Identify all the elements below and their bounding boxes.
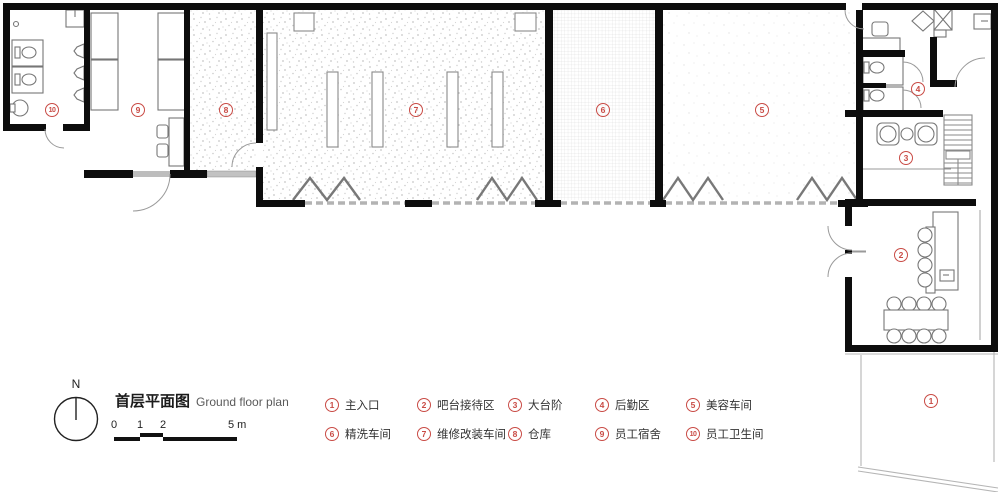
entrance-ramp-lines bbox=[845, 352, 999, 492]
room-badge-7: 7 bbox=[409, 103, 423, 117]
room-badge-5: 5 bbox=[755, 103, 769, 117]
chair bbox=[901, 296, 917, 312]
room-badge-2: 2 bbox=[894, 248, 908, 262]
car-lift bbox=[491, 71, 504, 148]
room-badge-1: 1 bbox=[924, 394, 938, 408]
warehouse-floor-texture bbox=[190, 10, 256, 170]
scale-tick: 0 bbox=[110, 419, 118, 431]
scale-tick: 5 m bbox=[228, 419, 247, 431]
urinal bbox=[73, 65, 85, 81]
stool bbox=[917, 227, 933, 243]
chair bbox=[886, 328, 902, 344]
legend-label-7: 维修改装车间 bbox=[437, 428, 506, 441]
workshop-equipment bbox=[266, 12, 537, 148]
chair bbox=[931, 296, 947, 312]
bar-furniture bbox=[883, 210, 981, 344]
legend-label-10: 员工卫生间 bbox=[706, 428, 764, 441]
chair bbox=[156, 124, 169, 139]
car-lift bbox=[326, 71, 339, 148]
plan-title: 首层平面图 Ground floor plan bbox=[115, 390, 289, 411]
scale-tick: 2 bbox=[159, 419, 167, 431]
legend-label-3: 大台阶 bbox=[528, 399, 563, 412]
legend-badge-4: 4 bbox=[595, 397, 609, 412]
legend-label-4: 后勤区 bbox=[615, 399, 650, 412]
staircase bbox=[943, 114, 973, 186]
chair bbox=[916, 328, 932, 344]
side-table bbox=[900, 127, 914, 141]
legend-item-7: 7 维修改装车间 bbox=[417, 426, 506, 441]
room-badge-3: 3 bbox=[899, 151, 913, 165]
lounge-furniture bbox=[863, 114, 973, 186]
bed bbox=[90, 12, 119, 60]
stool bbox=[917, 272, 933, 288]
rollup-door bbox=[206, 170, 257, 178]
room-badge-8: 8 bbox=[219, 103, 233, 117]
chair bbox=[871, 21, 889, 37]
urinal bbox=[73, 43, 85, 59]
plan-title-zh: 首层平面图 bbox=[115, 393, 191, 410]
legend-item-1: 1 主入口 bbox=[325, 397, 380, 412]
folding-door-symbols bbox=[292, 175, 858, 203]
legend-label-9: 员工宿舍 bbox=[615, 428, 661, 441]
mop-sink bbox=[911, 10, 935, 32]
north-arrow-icon bbox=[53, 396, 99, 442]
legend-badge-2: 2 bbox=[417, 397, 431, 412]
chair bbox=[901, 328, 917, 344]
legend-label-6: 精洗车间 bbox=[345, 428, 391, 441]
stool bbox=[917, 257, 933, 273]
legend-label-1: 主入口 bbox=[345, 399, 380, 412]
workbench bbox=[266, 32, 278, 131]
legend-item-4: 4 后勤区 bbox=[595, 397, 650, 412]
legend-badge-1: 1 bbox=[325, 397, 339, 412]
door-tracks bbox=[133, 170, 858, 205]
scale-bar-segment bbox=[163, 437, 237, 441]
chair bbox=[931, 328, 947, 344]
logistics-fixtures bbox=[861, 8, 992, 113]
room-badge-10: 10 bbox=[45, 103, 59, 117]
furniture-layer bbox=[9, 8, 999, 492]
legend-badge-8: 8 bbox=[508, 426, 522, 441]
legend-badge-10: 10 bbox=[686, 426, 700, 441]
bed bbox=[157, 59, 186, 111]
legend-label-2: 吧台接待区 bbox=[437, 399, 495, 412]
legend-item-9: 9 员工宿舍 bbox=[595, 426, 661, 441]
scale-bar-segment bbox=[114, 437, 140, 441]
long-table bbox=[883, 309, 949, 331]
bed bbox=[90, 59, 119, 111]
staff-toilet-fixtures bbox=[9, 9, 85, 117]
chair bbox=[156, 143, 169, 158]
chair bbox=[886, 296, 902, 312]
plan-title-en: Ground floor plan bbox=[196, 395, 289, 409]
bed bbox=[157, 12, 186, 60]
legend-badge-3: 3 bbox=[508, 397, 522, 412]
room-badge-6: 6 bbox=[596, 103, 610, 117]
legend-badge-9: 9 bbox=[595, 426, 609, 441]
dorm-furniture bbox=[90, 12, 186, 167]
legend-label-5: 美容车间 bbox=[706, 399, 752, 412]
urinal bbox=[73, 87, 85, 103]
legend-item-10: 10 员工卫生间 bbox=[686, 426, 764, 441]
legend-badge-6: 6 bbox=[325, 426, 339, 441]
car-lift bbox=[371, 71, 384, 148]
legend-label-8: 仓库 bbox=[528, 428, 551, 441]
legend-badge-5: 5 bbox=[686, 397, 700, 412]
room-badge-4: 4 bbox=[911, 82, 925, 96]
legend-item-2: 2 吧台接待区 bbox=[417, 397, 495, 412]
door-mat bbox=[133, 171, 170, 177]
legend-badge-7: 7 bbox=[417, 426, 431, 441]
room-badge-9: 9 bbox=[131, 103, 145, 117]
legend-item-5: 5 美容车间 bbox=[686, 397, 752, 412]
stool bbox=[917, 242, 933, 258]
walls bbox=[3, 3, 998, 352]
legend-item-3: 3 大台阶 bbox=[508, 397, 563, 412]
chair bbox=[916, 296, 932, 312]
desk bbox=[168, 117, 185, 167]
scale-bar-segment bbox=[140, 433, 163, 437]
north-label: N bbox=[71, 377, 81, 391]
legend-item-8: 8 仓库 bbox=[508, 426, 551, 441]
legend-item-6: 6 精洗车间 bbox=[325, 426, 391, 441]
car-lift bbox=[446, 71, 459, 148]
scale-tick: 1 bbox=[136, 419, 144, 431]
